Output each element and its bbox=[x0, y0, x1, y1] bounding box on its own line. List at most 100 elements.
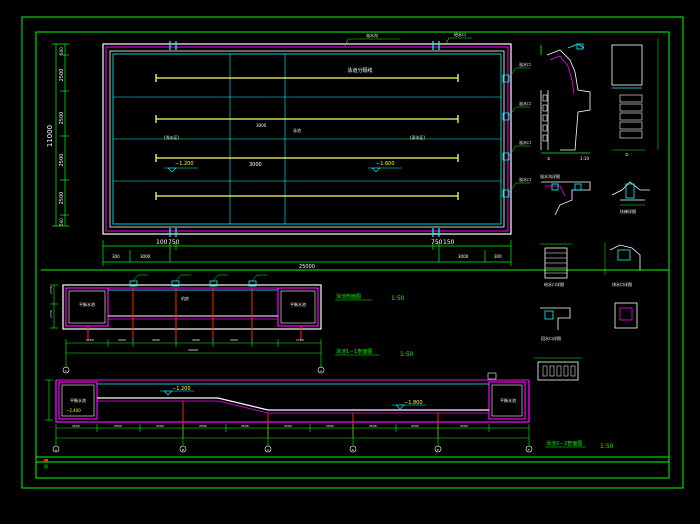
sec1-title: 泳池剖面图 bbox=[336, 293, 361, 300]
details: 1:10 ① ② 溢水沟详图 bbox=[534, 38, 659, 381]
sec2-right-tank bbox=[488, 381, 526, 420]
plan-dim-right-a: 750 bbox=[431, 239, 443, 246]
sec1-subscale: 1:50 bbox=[400, 351, 414, 358]
sec2-dim-10: 2500 bbox=[460, 424, 468, 428]
detail-gutter bbox=[541, 181, 591, 216]
sec1-dim-6: 1750 bbox=[296, 338, 304, 342]
sec2-dim-7: 2500 bbox=[326, 424, 334, 428]
plan-top-label: 溢水沟 bbox=[366, 32, 378, 38]
detail-inlet-label: 给水口详图 bbox=[544, 281, 564, 287]
plan-lane-lines bbox=[155, 74, 459, 200]
sec1-total: 25000 bbox=[188, 348, 198, 352]
detail-gutter-label: 溢水沟详图 bbox=[540, 173, 560, 179]
sec2-axis-c: C bbox=[267, 448, 269, 452]
sec1-left-dim-1: 1750 bbox=[49, 286, 53, 294]
sec1-bottom-dimension bbox=[65, 339, 322, 368]
sec1-outline bbox=[62, 284, 322, 330]
detail-anchor bbox=[611, 181, 650, 206]
plan-row-dim-3: 2500 bbox=[59, 154, 65, 167]
plan-top-inlets bbox=[169, 41, 440, 237]
plan-level-right: −1.600 bbox=[376, 161, 395, 167]
detail-return bbox=[540, 307, 571, 330]
sec2-room-left: 平衡水池 bbox=[70, 397, 86, 403]
sec2-dim-6: 2500 bbox=[284, 424, 292, 428]
plan-right-tag-1: 溢水口 bbox=[519, 61, 531, 67]
footer-tag-mark bbox=[44, 459, 48, 462]
inner-border bbox=[35, 31, 670, 479]
plan-edge-dim-bottom: 500 bbox=[59, 218, 64, 226]
plan-pool-edge bbox=[109, 50, 505, 228]
plan-dim-left-offset: 3000 bbox=[140, 254, 151, 259]
plan-top-label-right: 给水口 bbox=[454, 31, 466, 37]
sec2-dim-2: 2500 bbox=[114, 424, 122, 428]
footer-tag: 图 bbox=[44, 463, 48, 469]
sec1-dim-2: 3000 bbox=[118, 338, 126, 342]
sec1-scale: 1:50 bbox=[391, 295, 405, 302]
detail-return-label: 回水口详图 bbox=[541, 335, 561, 341]
plan-outer-wall bbox=[102, 43, 512, 235]
sec2-dim-8: 2500 bbox=[369, 424, 377, 428]
sec2-level-2: −1.800 bbox=[404, 400, 423, 406]
plan-overall-length: 25000 bbox=[299, 264, 315, 270]
sec2-dim-4: 2500 bbox=[199, 424, 207, 428]
sec2-dim-9: 2500 bbox=[411, 424, 419, 428]
plan-dim-left-offset-2: 300 bbox=[112, 254, 120, 259]
plan-overall-height: 11000 bbox=[46, 125, 54, 147]
sec1-dim-3: 3000 bbox=[152, 338, 160, 342]
sec2-axis-a: A bbox=[55, 448, 58, 452]
plan-row-dim-4: 2500 bbox=[59, 192, 65, 205]
sec1-room-left: 平衡水池 bbox=[79, 301, 95, 307]
sec1-deck-fittings bbox=[129, 280, 257, 287]
sec1-left-dimension bbox=[50, 284, 58, 329]
detail-drain-label: 排水口详图 bbox=[612, 281, 632, 287]
sec1-left-tank bbox=[65, 287, 109, 327]
sec1-right-tank bbox=[277, 287, 319, 327]
sec2-level-markers bbox=[160, 390, 426, 410]
plan-dim-right-b: 150 bbox=[443, 239, 455, 246]
plan-right-leaders bbox=[508, 67, 530, 194]
sec2-bottom-dimension bbox=[55, 424, 530, 446]
sec2-dim-3: 2500 bbox=[156, 424, 164, 428]
outer-border bbox=[21, 16, 684, 489]
plan-center-note: 泳池 bbox=[293, 127, 301, 133]
plan-center-dim-note: 3000 bbox=[256, 123, 267, 128]
detail-2-marker: ② bbox=[625, 152, 629, 157]
plan-dim-left-a: 100 bbox=[156, 239, 168, 246]
plan-lane-label: 泳道分隔线 bbox=[347, 67, 372, 74]
sec1-axis-1: 1 bbox=[65, 369, 67, 373]
detail-box bbox=[614, 302, 638, 329]
detail-anchor-label: 扶梯详图 bbox=[620, 208, 636, 214]
plan-edge-dim-top: 500 bbox=[59, 47, 64, 55]
sec1-dim-4: 3000 bbox=[192, 338, 200, 342]
sec1-dim-1: 1750 bbox=[86, 338, 94, 342]
plan-right-note: (深水区) bbox=[410, 134, 426, 140]
sec2-axis-e: E bbox=[437, 448, 439, 452]
sec2-scale: 1:50 bbox=[600, 443, 614, 450]
sec1-left-dim-2: 1750 bbox=[49, 310, 53, 318]
section-1-1: 1750 1750 bbox=[49, 274, 414, 374]
plan-right-tag-2: 溢水口 bbox=[519, 100, 531, 106]
plan-level-markers bbox=[164, 167, 402, 173]
sec2-title: 泳池2－2剖面图 bbox=[546, 440, 582, 447]
sec1-right-tank-inner bbox=[280, 290, 316, 324]
sec1-room-center: 机房 bbox=[181, 295, 189, 301]
sec2-red-posts bbox=[182, 401, 439, 437]
detail-inlet bbox=[540, 243, 572, 279]
plan-top-leaders bbox=[344, 37, 472, 47]
plan-left-note: (浅水区) bbox=[164, 134, 180, 140]
plan-right-tag-3: 溢水口 bbox=[519, 139, 531, 145]
detail-1-marker: ① bbox=[547, 156, 551, 161]
detail-coping bbox=[540, 43, 591, 154]
sec2-axis-bubbles bbox=[52, 445, 533, 453]
sec1-axis-bubble-1 bbox=[62, 366, 70, 374]
plan-left-dimension bbox=[52, 43, 69, 227]
sec1-dim-5: 3000 bbox=[230, 338, 238, 342]
sec2-pool-floor bbox=[97, 397, 489, 411]
sec2-right-tank-inner bbox=[491, 384, 523, 417]
sec2-dim-1: 2500 bbox=[72, 424, 80, 428]
sec2-level-3: −2.400 bbox=[66, 408, 81, 413]
plan-right-tag-4: 溢水口 bbox=[519, 176, 531, 182]
plan-center-dim: 3000 bbox=[249, 162, 262, 168]
